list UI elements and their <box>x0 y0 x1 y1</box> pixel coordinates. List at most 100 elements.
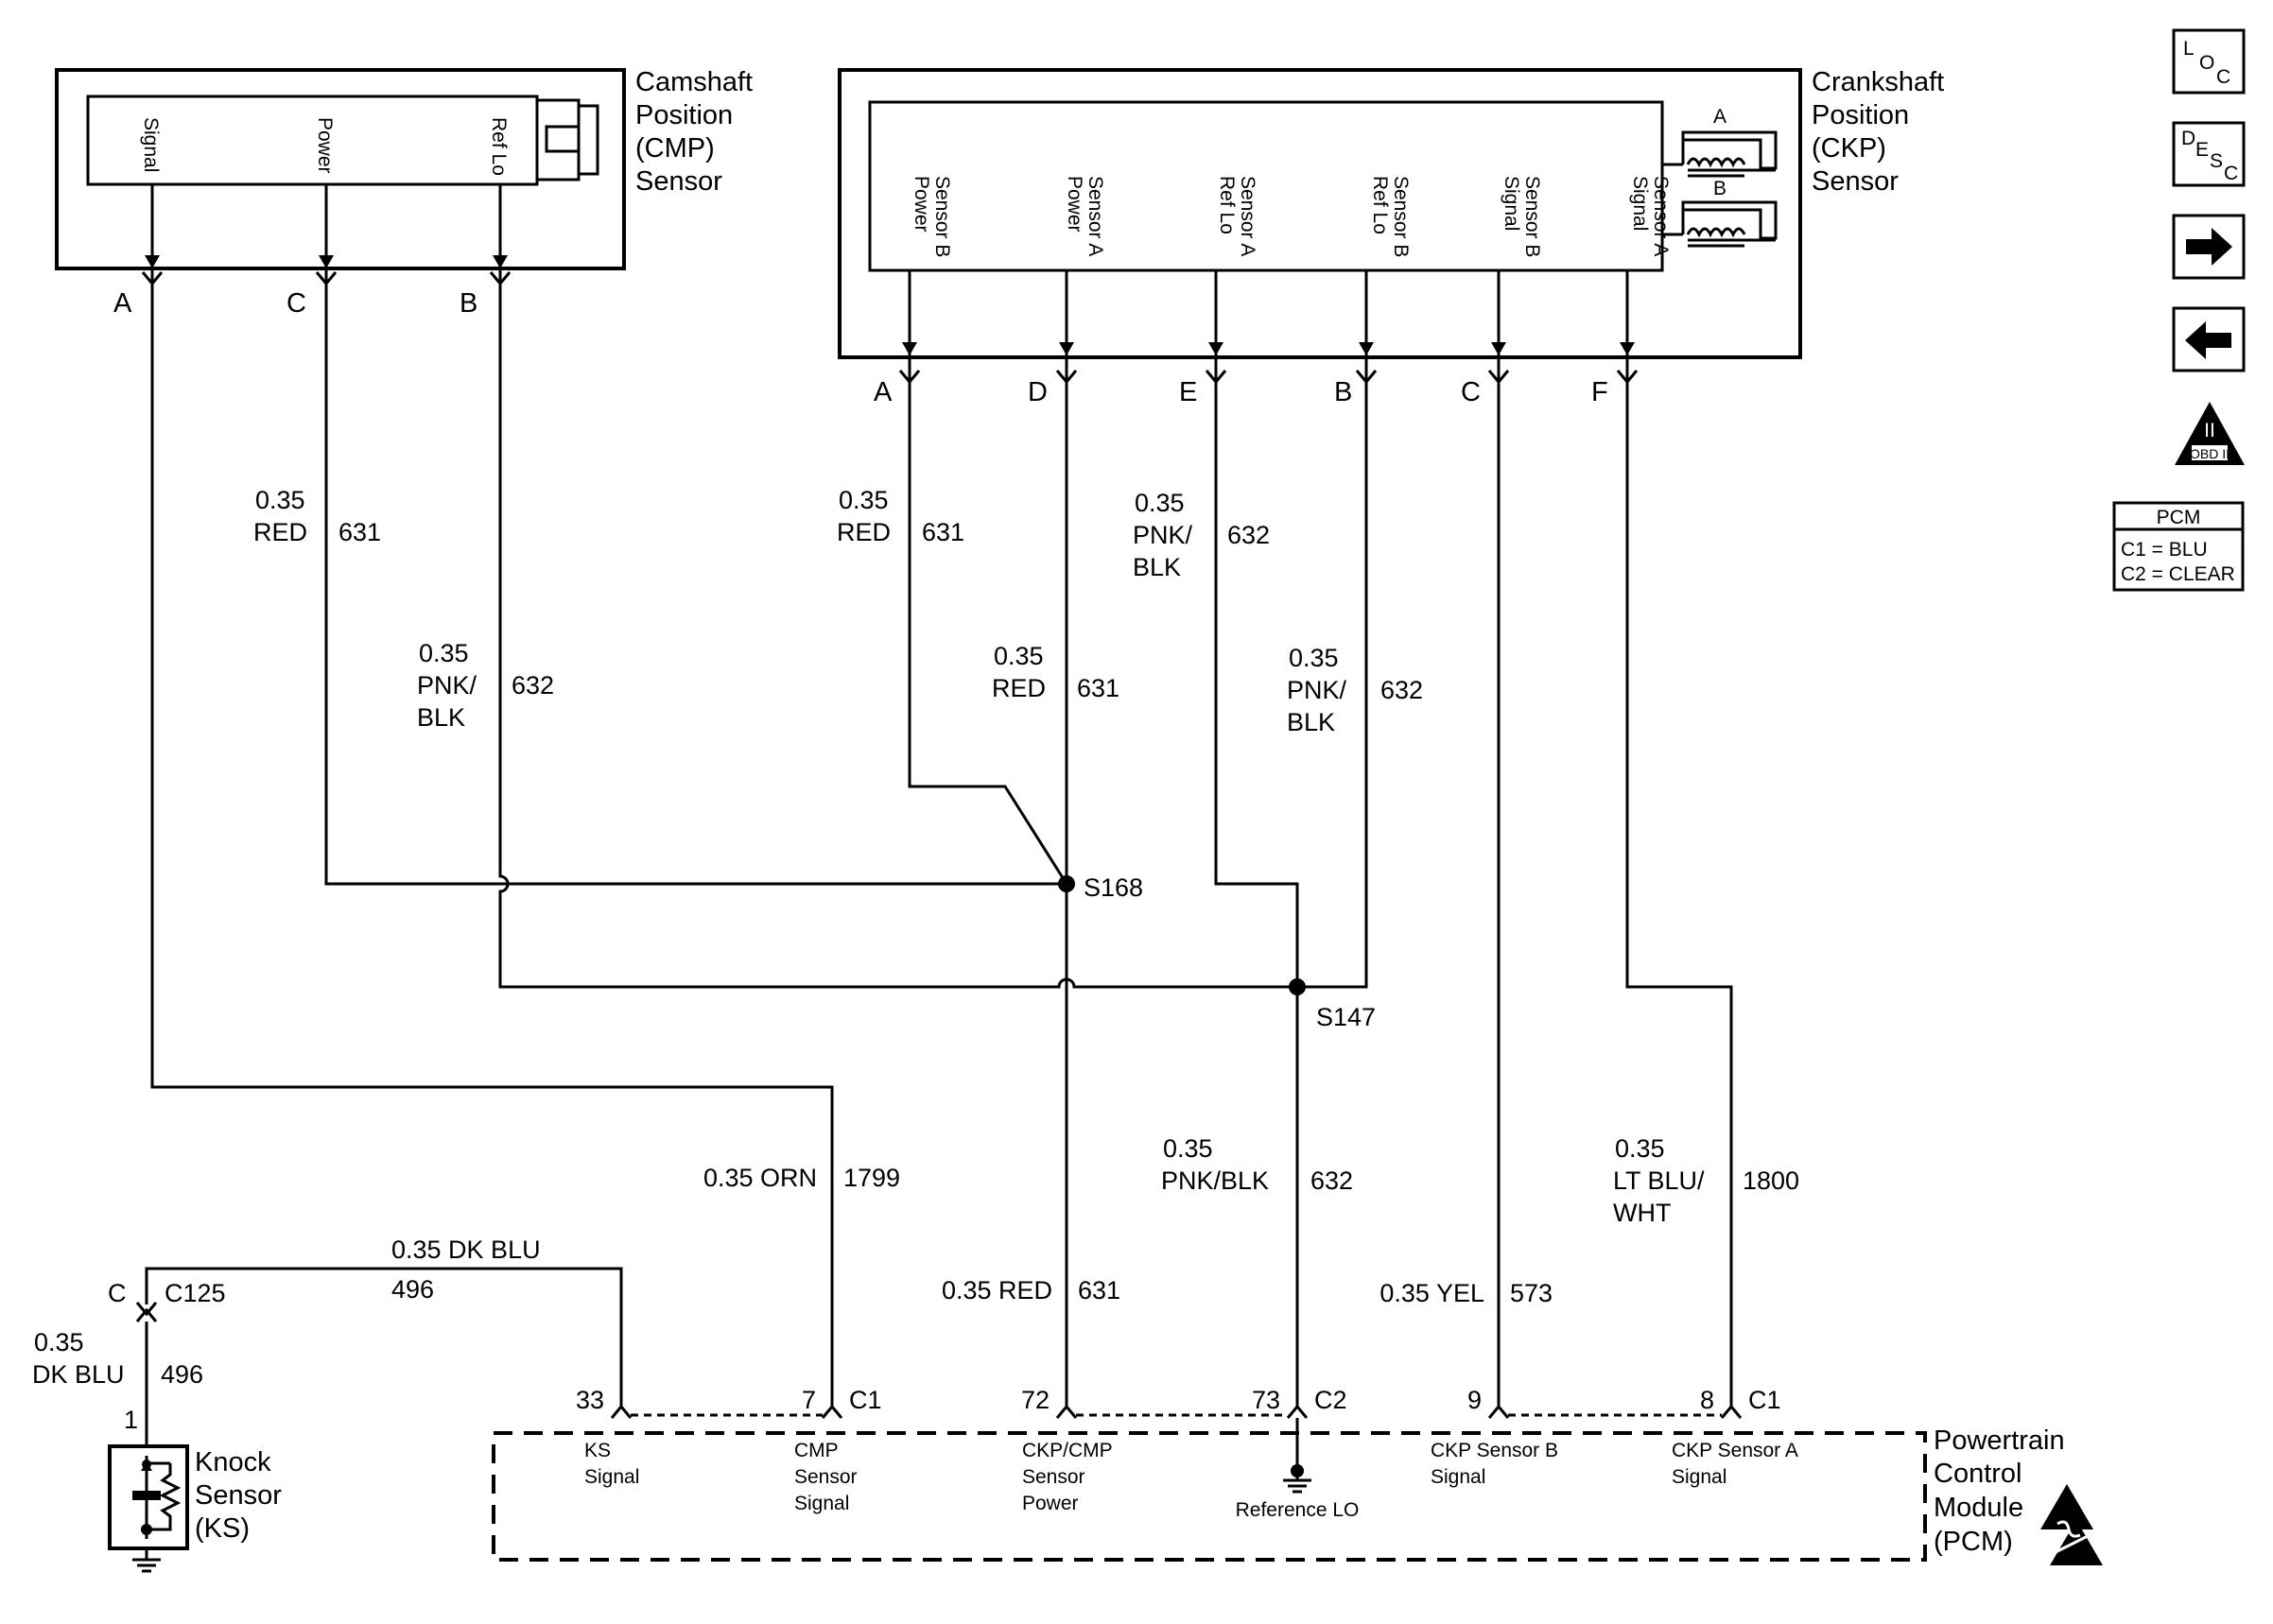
svg-text:(CKP): (CKP) <box>1812 133 1886 164</box>
svg-text:Power: Power <box>1064 176 1085 233</box>
pcm-pin-8: 8 <box>1700 1386 1714 1414</box>
svg-text:573: 573 <box>1510 1279 1553 1307</box>
svg-text:RED: RED <box>253 518 307 546</box>
svg-text:Sensor: Sensor <box>635 166 722 197</box>
svg-text:II: II <box>2204 420 2215 441</box>
svg-text:BLK: BLK <box>417 703 465 732</box>
svg-text:(KS): (KS) <box>195 1513 250 1544</box>
svg-text:Control: Control <box>1934 1459 2022 1489</box>
svg-text:E: E <box>2195 139 2209 161</box>
pcm-terminal-cmp-signal: CMP Sensor Signal <box>794 1440 858 1514</box>
wire-ckp-b-reflo <box>1297 270 1368 989</box>
c125-name: C125 <box>165 1279 226 1307</box>
svg-text:RED: RED <box>837 518 891 546</box>
svg-text:Sensor B: Sensor B <box>931 176 953 257</box>
ckp-terminal-sensor-b-power: Sensor B Power <box>911 176 953 257</box>
pcm-terminal-ckp-a-signal: CKP Sensor A Signal <box>1672 1440 1798 1488</box>
cmp-sensor: Camshaft Position (CMP) Sensor Signal Po… <box>55 67 753 319</box>
ckp-sensor: A B Crankshaft Position (CKP) Sensor Sen… <box>838 67 1944 407</box>
svg-text:0.35: 0.35 <box>34 1328 84 1356</box>
svg-text:0.35 YEL: 0.35 YEL <box>1379 1279 1484 1307</box>
pcm-connector-legend: PCM C1 = BLU C2 = CLEAR <box>2112 501 2245 592</box>
ckp-pin-d: D <box>1028 377 1048 407</box>
svg-text:631: 631 <box>1077 674 1119 702</box>
location-icon[interactable]: L O C <box>2172 28 2246 95</box>
splice-s147-label: S147 <box>1316 1003 1376 1031</box>
svg-text:0.35: 0.35 <box>419 639 469 667</box>
svg-text:632: 632 <box>1310 1166 1353 1195</box>
svg-text:Signal: Signal <box>1431 1466 1485 1488</box>
svg-text:RED: RED <box>992 674 1046 702</box>
svg-text:(PCM): (PCM) <box>1934 1527 2013 1557</box>
wire-labels: 0.35 RED 631 0.35 PNK/ BLK 632 0.35 RED … <box>32 486 1799 1389</box>
svg-text:CKP Sensor B: CKP Sensor B <box>1431 1440 1558 1461</box>
pcm-pin-9: 9 <box>1467 1386 1482 1414</box>
svg-text:0.35 DK BLU: 0.35 DK BLU <box>391 1235 541 1264</box>
svg-text:PNK/BLK: PNK/BLK <box>1161 1166 1269 1195</box>
ckp-pin-a: A <box>874 377 893 407</box>
ckp-terminal-sensor-a-power: Sensor A Power <box>1064 176 1106 256</box>
knock-sensor: 1 Knock Sensor (KS) <box>108 1406 282 1573</box>
svg-text:632: 632 <box>512 671 554 700</box>
svg-text:0.35: 0.35 <box>1135 489 1185 517</box>
pcm-pin-33: 33 <box>576 1386 604 1414</box>
pcm-terminal-ks-signal: KS Signal <box>584 1440 639 1488</box>
svg-text:C2 = CLEAR: C2 = CLEAR <box>2121 563 2235 585</box>
svg-text:Sensor: Sensor <box>195 1480 282 1511</box>
svg-text:D: D <box>2181 128 2195 149</box>
svg-text:KS: KS <box>584 1440 611 1461</box>
svg-text:PNK/: PNK/ <box>1287 676 1347 704</box>
svg-text:0.35: 0.35 <box>255 486 305 514</box>
svg-text:Signal: Signal <box>584 1466 639 1488</box>
svg-text:Position: Position <box>1812 100 1909 130</box>
description-icon[interactable]: D E S C <box>2172 121 2246 187</box>
svg-text:L: L <box>2183 38 2195 60</box>
svg-text:631: 631 <box>922 518 964 546</box>
svg-text:631: 631 <box>338 518 381 546</box>
pcm-terminal-reference-lo: Reference LO <box>1236 1418 1359 1521</box>
svg-text:Sensor: Sensor <box>1812 166 1899 197</box>
wire-ckp-a-signal <box>1625 270 1733 1408</box>
ckp-coil-a-label: A <box>1713 106 1726 128</box>
wire-cmp-reflo <box>498 184 1297 989</box>
svg-text:Sensor A: Sensor A <box>1237 176 1258 256</box>
splice-s147-dot <box>1289 978 1306 995</box>
ckp-sensor-name: Crankshaft <box>1812 67 1944 97</box>
svg-text:C1 = BLU: C1 = BLU <box>2121 539 2208 561</box>
ckp-pin-e: E <box>1179 377 1197 407</box>
pcm-connector-c2: C2 <box>1314 1386 1347 1414</box>
cmp-sensor-name: Camshaft <box>635 67 753 97</box>
svg-text:0.35: 0.35 <box>994 642 1044 670</box>
knock-sensor-name: Knock <box>195 1447 271 1477</box>
ckp-terminal-sensor-b-signal: Sensor B Signal <box>1501 176 1543 257</box>
wire-ks-to-pcm <box>145 1267 623 1408</box>
cmp-pin-c: C <box>286 288 306 319</box>
svg-text:1799: 1799 <box>843 1164 900 1192</box>
pcm-terminal-ckp-b-signal: CKP Sensor B Signal <box>1431 1440 1558 1488</box>
svg-text:Sensor: Sensor <box>1022 1466 1085 1488</box>
svg-text:0.35: 0.35 <box>839 486 889 514</box>
c125-pin-c: C <box>108 1279 127 1307</box>
ckp-pin-f: F <box>1591 377 1608 407</box>
pcm-pin-72: 72 <box>1021 1386 1050 1414</box>
svg-text:C: C <box>2216 66 2230 88</box>
svg-text:632: 632 <box>1227 521 1270 549</box>
svg-text:Sensor B: Sensor B <box>1390 176 1412 257</box>
obd-ii-icon[interactable]: II OBD II <box>2175 402 2245 465</box>
previous-page-arrow-icon[interactable] <box>2172 306 2246 372</box>
next-page-arrow-icon[interactable] <box>2172 214 2246 280</box>
wire-cmp-power <box>324 184 1067 886</box>
svg-text:496: 496 <box>161 1360 203 1389</box>
svg-text:Sensor A: Sensor A <box>1650 176 1672 256</box>
svg-text:OBD II: OBD II <box>2190 446 2230 461</box>
svg-text:632: 632 <box>1380 676 1423 704</box>
svg-text:Ref Lo: Ref Lo <box>1216 176 1238 234</box>
cmp-terminal-reflo: Ref Lo <box>488 117 510 176</box>
ckp-pin-c: C <box>1461 377 1481 407</box>
svg-text:0.35: 0.35 <box>1289 644 1339 672</box>
pcm-connector-c1-left: C1 <box>849 1386 882 1414</box>
svg-text:Sensor A: Sensor A <box>1084 176 1106 256</box>
ckp-terminal-sensor-a-reflo: Sensor A Ref Lo <box>1216 176 1258 256</box>
svg-text:0.35: 0.35 <box>1163 1134 1213 1163</box>
